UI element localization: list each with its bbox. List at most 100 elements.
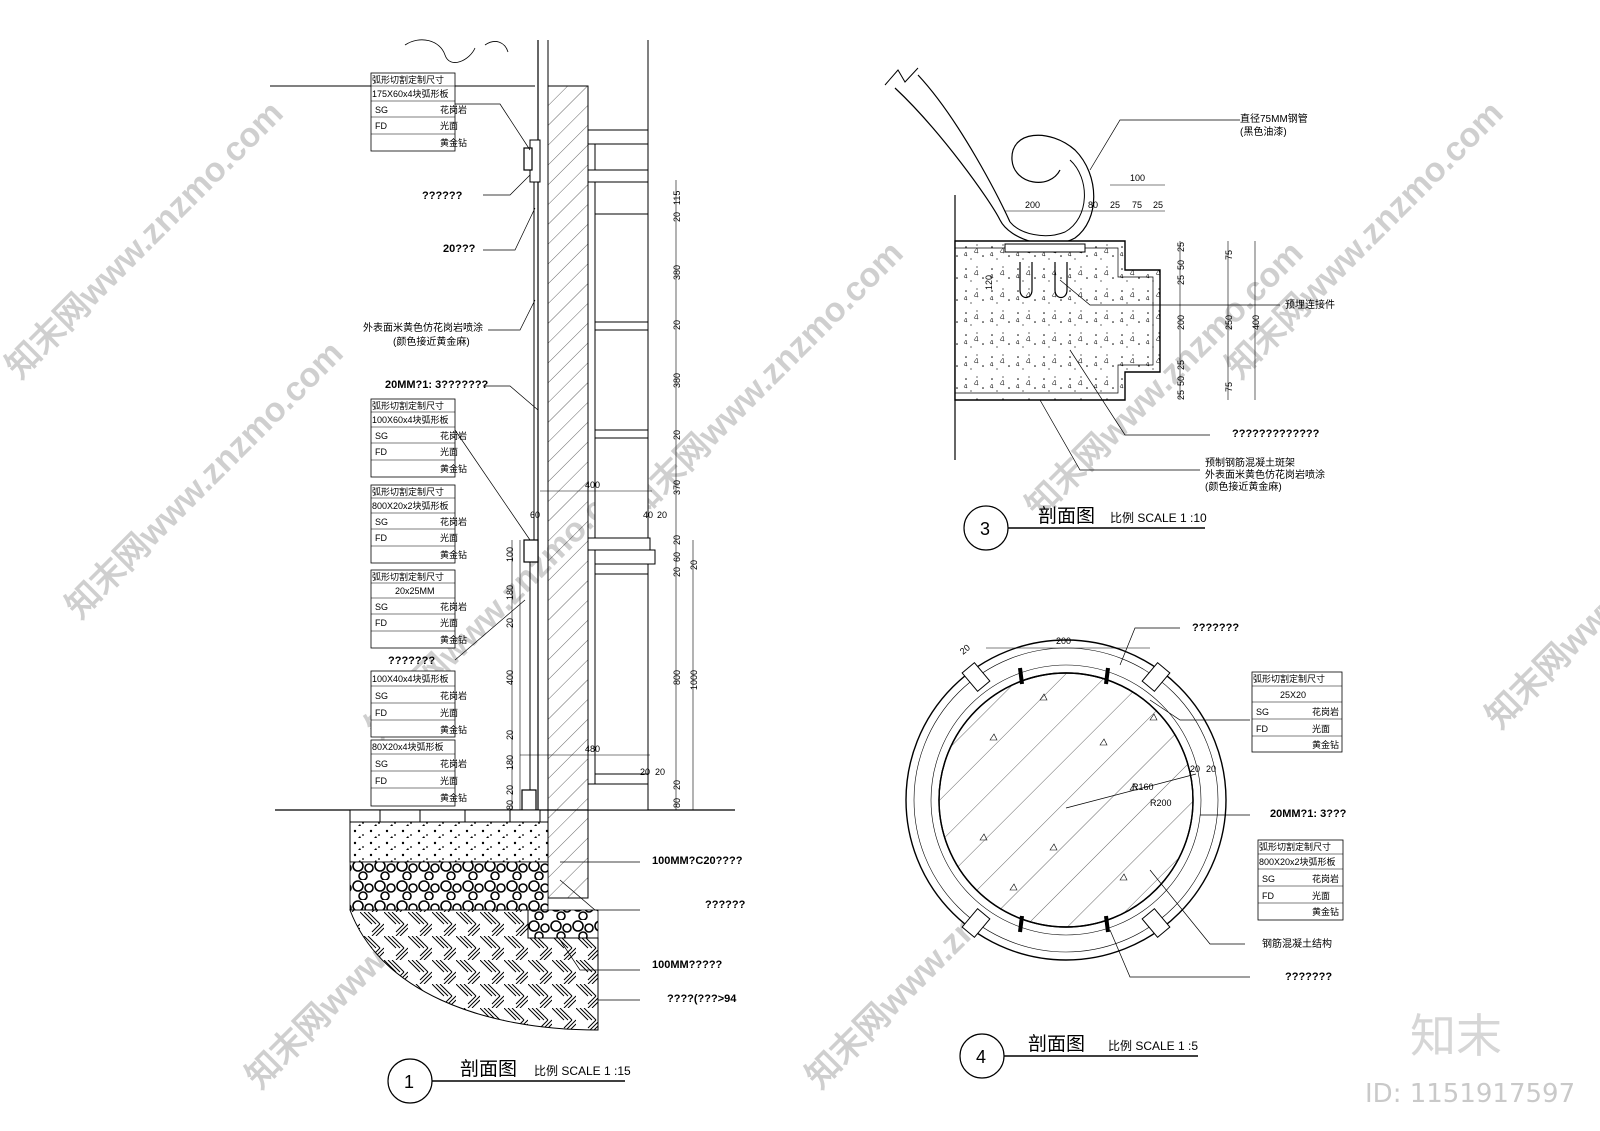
dimension-label: 60 <box>672 552 682 562</box>
dimension-label: 20 <box>655 767 665 777</box>
note-label: 外表面米黄色仿花岗岩喷涂 <box>363 321 483 334</box>
note-label: ????(???>94 <box>667 993 737 1005</box>
table-spec: 175X60x4块弧形板 <box>372 88 449 99</box>
brand-watermark: 知末 <box>1410 1009 1502 1063</box>
material-table: 弧形切割定制尺寸 800X20x2块弧形板 SG 花岗岩 FD 光面 黄金钻 <box>370 484 467 564</box>
note-label: ??????? <box>388 655 435 667</box>
note-label: (颜色接近黄金麻) <box>1205 480 1282 493</box>
dimension-label: 50 <box>1176 376 1186 386</box>
section-drawing-1: 弧形切割定制尺寸 175X60x4块弧形板 SG 花岗岩 FD 光面 黄金钻 弧… <box>270 39 746 1104</box>
watermark-text: 知末网www.znzmo.com <box>0 94 291 386</box>
table-code: FD <box>375 533 387 543</box>
table-value: 黄金钻 <box>440 634 467 645</box>
table-spec: 弧形切割定制尺寸 <box>372 486 444 497</box>
note-label: 预埋连接件 <box>1285 298 1335 311</box>
note-label: 直径75MM钢管 <box>1240 112 1308 125</box>
table-code: SG <box>375 602 388 612</box>
dimension-label: 25 <box>1176 242 1186 252</box>
table-spec: 弧形切割定制尺寸 <box>372 74 444 85</box>
dimension-label: 100 <box>505 547 515 562</box>
radius-label: R160 <box>1132 782 1154 792</box>
table-spec: 100X40x4块弧形板 <box>372 673 449 684</box>
dimension-label: 200 <box>1056 636 1071 646</box>
dimension-label: 25 <box>1176 390 1186 400</box>
dimension-label: 60 <box>530 510 540 520</box>
drawing-title: 剖面图 <box>1028 1033 1085 1055</box>
note-label: ??????? <box>1285 971 1332 983</box>
dimension-label: 20 <box>505 618 515 628</box>
table-value: 光面 <box>440 120 458 131</box>
table-spec: 弧形切割定制尺寸 <box>1259 841 1331 852</box>
note-label: (黑色油漆) <box>1240 125 1287 138</box>
table-code: SG <box>375 759 388 769</box>
dimension-label: 380 <box>672 373 682 388</box>
dimension-label: 25 <box>1153 200 1163 210</box>
drawing-title: 剖面图 <box>460 1058 517 1080</box>
table-code: FD <box>375 708 387 718</box>
note-label: (颜色接近黄金麻) <box>393 335 470 348</box>
note-label: 钢筋混凝土结构 <box>1262 937 1332 950</box>
dimension-label: 200 <box>1176 315 1186 330</box>
dimension-label: 180 <box>505 755 515 770</box>
note-label: 100MM????? <box>652 959 723 971</box>
dimension-label: 20 <box>958 642 972 656</box>
drawing-number: 3 <box>980 519 990 539</box>
dimension-label: 20 <box>672 780 682 790</box>
dimension-label: 400 <box>1251 315 1261 330</box>
table-value: 黄金钻 <box>1312 906 1339 917</box>
table-spec: 弧形切割定制尺寸 <box>372 400 444 411</box>
note-label: 20MM?1: 3??????? <box>385 379 489 391</box>
dimension-label: 20 <box>689 560 699 570</box>
table-code: FD <box>375 447 387 457</box>
table-spec: 20x25MM <box>395 586 435 596</box>
dimension-label: 20 <box>672 430 682 440</box>
table-code: SG <box>375 517 388 527</box>
watermark-text: 知末网www.znzmo.com <box>619 234 911 526</box>
section-drawing-3: 直径75MM钢管 (黑色油漆) 预埋连接件 ????????????? 预制钢筋… <box>884 67 1335 551</box>
dimension-label: 800 <box>672 670 682 685</box>
table-value: 花岗岩 <box>440 104 467 115</box>
material-table: 弧形切割定制尺寸 800X20x2块弧形板 SG 花岗岩 FD 光面 黄金钻 <box>1257 839 1344 921</box>
note-label: 外表面米黄色仿花岗岩喷涂 <box>1205 468 1325 481</box>
dimension-label: 20 <box>672 212 682 222</box>
table-value: 黄金钻 <box>1312 739 1339 750</box>
table-value: 光面 <box>440 707 458 718</box>
dimension-label: 120 <box>984 275 994 290</box>
watermark-text: 知末网www.znzmo.com <box>59 334 351 626</box>
dimension-label: 80 <box>672 798 682 808</box>
dimension-label: 75 <box>1132 200 1142 210</box>
table-spec: 800X20x2块弧形板 <box>1259 856 1336 867</box>
dimension-label: 200 <box>1025 200 1040 210</box>
table-value: 花岗岩 <box>1312 873 1339 884</box>
table-value: 光面 <box>440 446 458 457</box>
table-value: 黄金钻 <box>440 792 467 803</box>
watermark-layer: 知末网www.znzmo.com 知末网www.znzmo.com 知末网www… <box>0 94 1600 1096</box>
dimension-label: 80 <box>505 800 515 810</box>
table-spec: 25X20 <box>1280 690 1306 700</box>
table-spec: 100X60x4块弧形板 <box>372 414 449 425</box>
table-value: 花岗岩 <box>440 690 467 701</box>
drawing-scale: 比例 SCALE 1 :5 <box>1108 1039 1198 1053</box>
drawing-scale: 比例 SCALE 1 :10 <box>1110 511 1207 525</box>
dimension-label: 480 <box>585 744 600 754</box>
material-table: 弧形切割定制尺寸 20x25MM SG 花岗岩 FD 光面 黄金钻 <box>370 569 467 649</box>
table-value: 花岗岩 <box>440 430 467 441</box>
dimension-label: 1000 <box>689 670 699 690</box>
dimension-label: 20 <box>672 535 682 545</box>
table-value: 黄金钻 <box>440 463 467 474</box>
material-table: 80X20x4块弧形板 SG 花岗岩 FD 光面 黄金钻 <box>370 739 467 807</box>
note-label: ?????? <box>705 899 746 911</box>
table-code: SG <box>1256 707 1269 717</box>
dimension-label: 115 <box>672 191 682 205</box>
dimension-label: 25 <box>1176 360 1186 370</box>
watermark-text: 知末网www.znzmo.com <box>1479 444 1600 736</box>
table-value: 花岗岩 <box>440 758 467 769</box>
drawing-scale: 比例 SCALE 1 :15 <box>534 1064 631 1078</box>
table-value: 光面 <box>440 775 458 786</box>
table-value: 光面 <box>440 617 458 628</box>
dimension-label: 20 <box>505 730 515 740</box>
note-label: 100MM?C20???? <box>652 855 743 867</box>
note-label: 预制钢筋混凝土斑架 <box>1205 456 1295 469</box>
table-spec: 80X20x4块弧形板 <box>372 741 444 752</box>
table-value: 花岗岩 <box>440 516 467 527</box>
